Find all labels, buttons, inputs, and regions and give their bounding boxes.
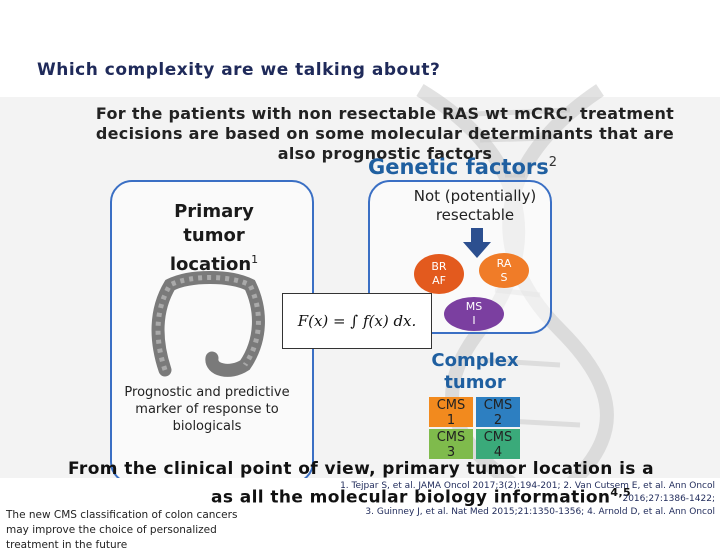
msi-line: MS (465, 300, 483, 313)
complex-tumor-heading: Complex tumor (430, 350, 520, 394)
intro-text: For the patients with non resectable RAS… (60, 104, 710, 164)
formula-box: F(x) = ∫ f(x) dx. (282, 293, 432, 349)
not-resectable-line: Not (potentially) (413, 187, 537, 205)
cms-label: CMS (436, 398, 466, 413)
intro-line: also prognostic factors (277, 144, 493, 163)
complex-line: tumor (444, 372, 506, 393)
down-arrow-icon (463, 228, 491, 258)
genetic-factors-heading: Genetic factors2 (368, 155, 557, 179)
complex-line: Complex (431, 350, 519, 371)
cms-number: 1 (446, 413, 456, 428)
ras-line: RA (496, 256, 512, 270)
reference-line: 1. Tejpar S, et al. JAMA Oncol 2017;3(2)… (340, 481, 715, 491)
primary-ref: 1 (251, 253, 259, 266)
footer-background (0, 478, 720, 540)
clinical-ref: 4,5 (610, 486, 632, 499)
cms-number: 2 (493, 413, 503, 428)
reference-line: 3. Guinney J, et al. Nat Med 2015;21:135… (365, 507, 715, 517)
genetic-factors-ref: 2 (548, 155, 558, 170)
primary-line: Primary (174, 201, 254, 222)
references: 1. Tejpar S, et al. JAMA Oncol 2017;3(2)… (305, 480, 715, 519)
ras-line: S (500, 270, 508, 284)
clinical-conclusion: From the clinical point of view, primary… (68, 458, 720, 510)
primary-line: location (169, 254, 252, 275)
cms-note-line: may improve the choice of personalized (6, 524, 217, 536)
braf-line: AF (432, 274, 446, 287)
cms-label: CMS (483, 398, 513, 413)
primary-tumor-box (110, 180, 314, 484)
cms-number: 4 (493, 445, 503, 460)
prognostic-line: marker of response to (135, 402, 279, 417)
clinical-line: From the clinical point of view, primary… (68, 459, 655, 479)
cms-note-line: The new CMS classification of colon canc… (6, 509, 238, 521)
clinical-line: as all the molecular biology information (211, 487, 611, 508)
reference-line: 2016;27:1386-1422; (622, 494, 715, 504)
cms-note-line: treatment in the future (6, 539, 128, 551)
colon-icon (151, 271, 265, 377)
braf-line: BR (431, 260, 447, 273)
intro-line: decisions are based on some molecular de… (95, 124, 675, 143)
not-resectable-text: Not (potentially) resectable (385, 187, 565, 225)
prognostic-text: Prognostic and predictive marker of resp… (102, 384, 312, 435)
cms-label: CMS (436, 430, 466, 445)
cms-number: 3 (446, 445, 456, 460)
cms-label: CMS (483, 430, 513, 445)
cms-note: The new CMS classification of colon canc… (6, 508, 276, 553)
intro-line: For the patients with non resectable RAS… (95, 104, 675, 123)
slide-title: Which complexity are we talking about? (37, 60, 441, 80)
msi-line: I (472, 314, 476, 327)
not-resectable-line: resectable (435, 206, 515, 224)
genetic-factors-label: Genetic factors (368, 155, 549, 179)
primary-tumor-heading: Primary tumor location1 (150, 200, 278, 277)
prognostic-line: Prognostic and predictive (124, 385, 290, 400)
prognostic-line: biologicals (172, 419, 242, 434)
primary-line: tumor (183, 225, 245, 246)
